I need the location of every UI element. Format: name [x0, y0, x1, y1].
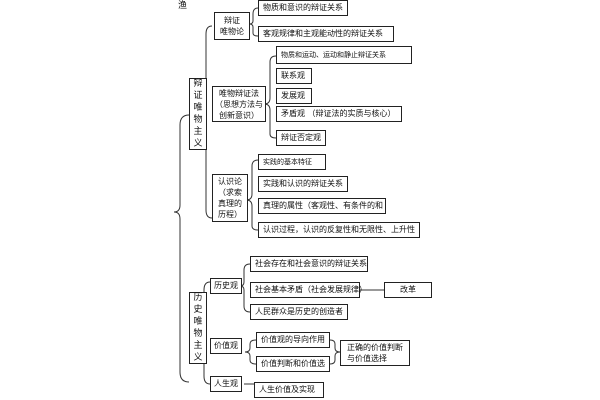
leaf-people-creators: 人民群众是历史的创造者 — [250, 304, 348, 320]
leaf-objective-law: 客观规律和主观能动性的辩证关系 — [258, 26, 394, 42]
leaf-reform: 改革 — [384, 282, 432, 298]
leaf-matter-motion: 物质和运动、运动和静止辩证关系 — [276, 46, 412, 64]
node-view-of-life: 人生观 — [210, 376, 242, 392]
node-materialism: 辩证 唯物论 — [214, 12, 250, 40]
leaf-correct-value: 正确的价值判断 与价值选择 — [340, 340, 410, 366]
leaf-truth-attributes: 真理的属性（客观性、有条件的和 — [258, 198, 386, 214]
node-materialist-dialectics: 唯物辩证法 （思想方法与 创新意识） — [212, 86, 266, 122]
leaf-connection: 联系观 — [276, 68, 312, 84]
leaf-negation: 辩证否定观 — [276, 130, 326, 146]
leaf-practice-cognition: 实践和认识的辩证关系 — [258, 176, 348, 192]
leaf-value-judgment: 价值判断和价值选 — [256, 356, 330, 372]
leaf-practice-features: 实践的基本特征 — [258, 154, 326, 170]
leaf-contradiction: 矛盾观 （辩证法的实质与核心） — [276, 106, 402, 122]
leaf-basic-contradiction: 社会基本矛盾（社会发展规律） — [250, 282, 367, 298]
node-view-of-value: 价值观 — [210, 338, 242, 354]
node-view-of-history: 历史观 — [210, 278, 242, 294]
node-dialectical-materialism: 辩 证 唯 物 主 义 — [189, 78, 207, 150]
leaf-value-guidance: 价值观的导向作用 — [256, 332, 330, 348]
node-historical-materialism: 历 史 唯 物 主 义 — [189, 292, 207, 364]
leaf-matter-consciousness: 物质和意识的辩证关系 — [258, 0, 348, 16]
corner-glyph: 渔 — [178, 1, 188, 11]
node-epistemology: 认识论 （求索 真理的 历程） — [212, 174, 248, 222]
leaf-cognition-process: 认识过程，认识的反复性和无限性、上升性 — [258, 222, 420, 238]
leaf-social-existence: 社会存在和社会意识的辩证关系 — [250, 256, 368, 272]
leaf-life-value: 人生价值及实现 — [254, 382, 324, 398]
leaf-development: 发展观 — [276, 88, 312, 104]
